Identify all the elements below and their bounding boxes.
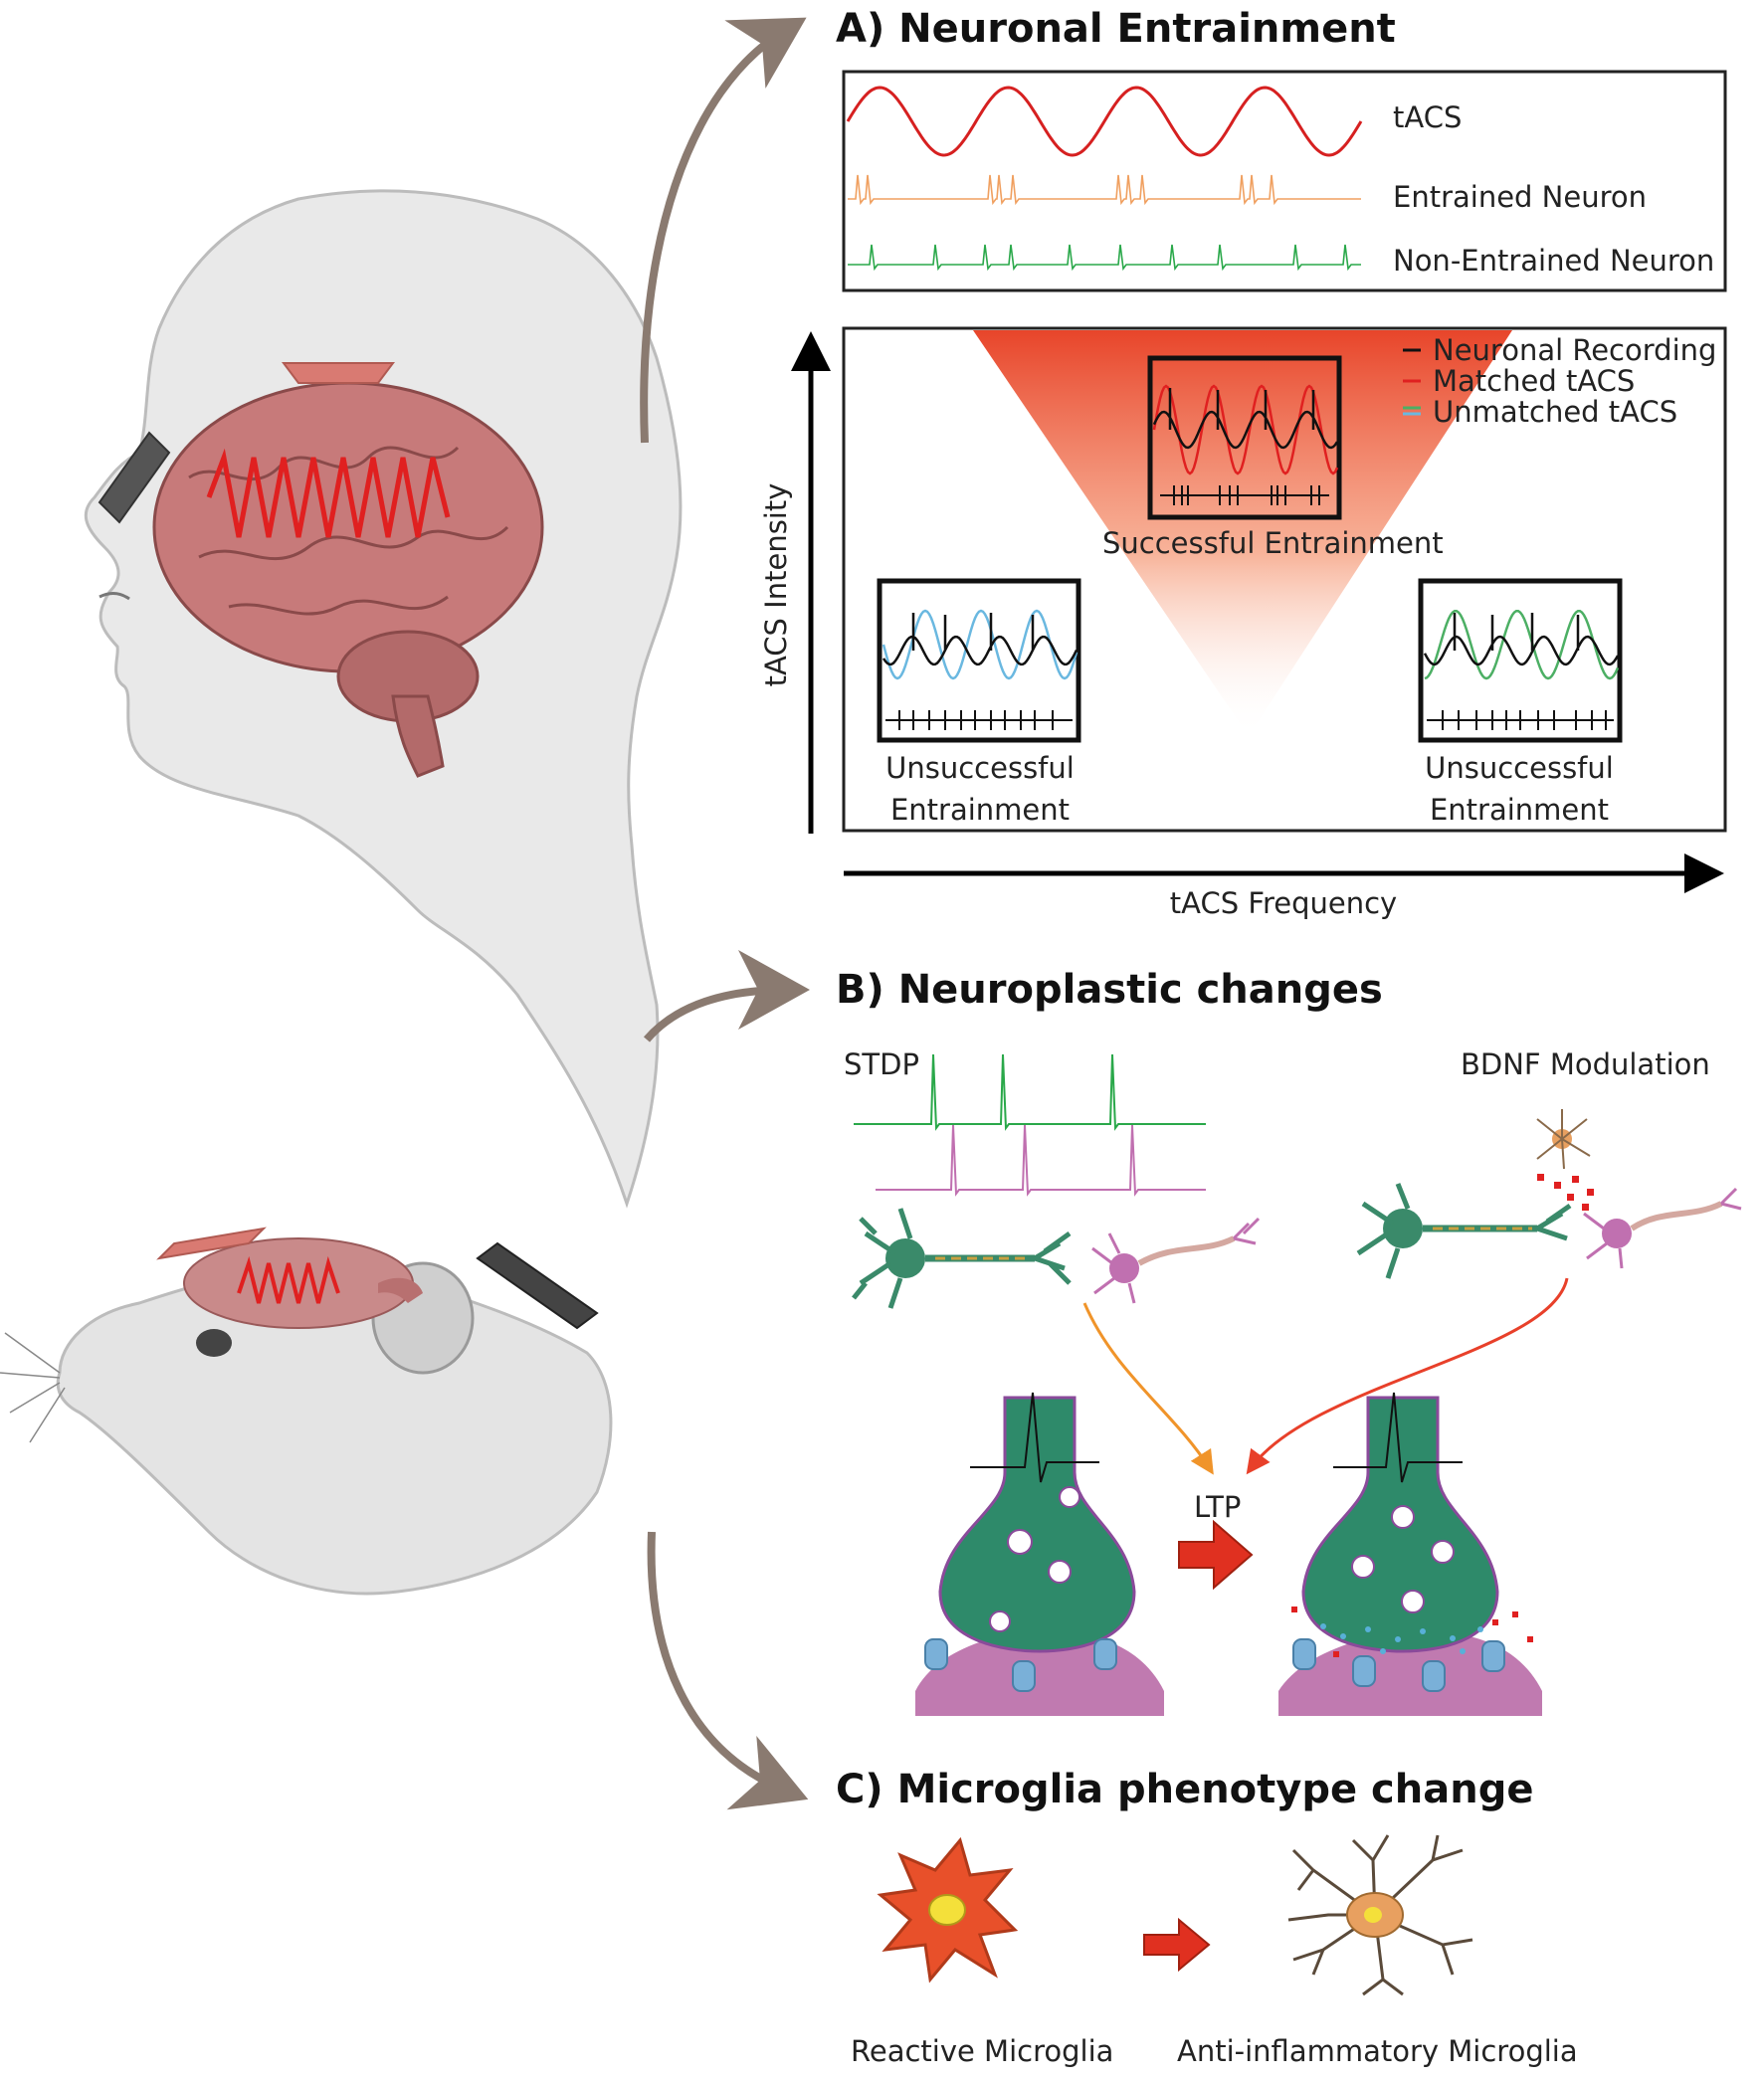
spike-raster (1160, 485, 1329, 505)
ltp-arrow (1178, 1519, 1254, 1591)
neurotransmitter-dots (1320, 1623, 1483, 1654)
unmatched-tacs-wave-green (1424, 609, 1620, 680)
rat-illustration (0, 1227, 613, 1596)
legend: Neuronal Recording Matched tACS Unmatche… (1403, 333, 1716, 429)
human-brain-tacs-wave (206, 448, 451, 538)
bdnf-dots (1537, 1174, 1594, 1211)
stdp-neuron-pair (852, 1208, 1261, 1309)
brainstem (391, 694, 445, 778)
anti-inflammatory-microglia-label: Anti-inflammatory Microglia (1177, 2034, 1578, 2068)
unsuccessful-left-line1: Unsuccessful (885, 751, 1075, 785)
stdp-label: STDP (844, 1047, 919, 1081)
stdp-presynaptic-trace (854, 1053, 1206, 1131)
top-electrode (282, 362, 395, 384)
reactive-microglia-label: Reactive Microglia (851, 2034, 1113, 2068)
arrow-to-panel-a (640, 17, 807, 444)
non-entrained-neuron-label: Non-Entrained Neuron (1393, 244, 1714, 278)
successful-inset (1147, 355, 1342, 520)
red-curve-arrow (1246, 1277, 1569, 1475)
receptors-after (1292, 1638, 1505, 1692)
trace-box: tACS Entrained Neuron Non-Entrained Neur… (842, 70, 1727, 292)
anti-inflammatory-microglia (1287, 1834, 1473, 1996)
ltp-label: LTP (1194, 1490, 1241, 1524)
action-potential-before (970, 1392, 1099, 1483)
receptors (924, 1638, 1117, 1692)
synapse-before (915, 1392, 1164, 1716)
unsuccessful-inset-left (877, 578, 1081, 743)
arrow-to-panel-c (647, 1531, 809, 1810)
rat-top-electrode (156, 1227, 267, 1260)
brain (152, 381, 544, 673)
rat-olfactory (378, 1277, 423, 1303)
human-eye (98, 592, 130, 601)
neuronal-recording-trace (1423, 613, 1620, 666)
side-electrode (98, 431, 171, 524)
arrow-to-panel-b (643, 950, 810, 1042)
tacs-label: tACS (1393, 100, 1462, 134)
orange-curve-arrow (1082, 1302, 1214, 1475)
x-axis-label: tACS Frequency (1170, 886, 1397, 920)
legend-matched-tacs: Matched tACS (1433, 364, 1635, 398)
legend-unmatched-tacs: Unmatched tACS (1433, 395, 1677, 429)
bdnf-dots-synapse (1291, 1607, 1533, 1657)
rat-whiskers (0, 1332, 66, 1443)
bdnf-neuron-pair (1356, 1109, 1742, 1279)
green-neuron-bdnf (1356, 1183, 1572, 1279)
tacs-trace (846, 86, 1363, 157)
rat-eye (196, 1329, 232, 1357)
entrainment-box: Successful Entrainment Unsuccessful Entr… (842, 326, 1727, 833)
rat-side-electrode (476, 1241, 599, 1330)
action-potential-after (1333, 1392, 1463, 1483)
matched-tacs-wave (1152, 384, 1339, 475)
spike-raster (1427, 710, 1614, 730)
magenta-neuron (1091, 1217, 1261, 1304)
entrained-neuron-trace (848, 174, 1361, 206)
section-b-title: B) Neuroplastic changes (836, 967, 1383, 1013)
unmatched-tacs-wave-blue (882, 609, 1078, 680)
stdp-postsynaptic-trace (876, 1124, 1206, 1197)
reactive-microglia (877, 1836, 1019, 1984)
y-axis-label: tACS Intensity (759, 483, 793, 687)
spike-raster (885, 710, 1073, 730)
rat-brain-tacs-wave (237, 1255, 340, 1304)
legend-neuronal-recording: Neuronal Recording (1433, 333, 1716, 367)
brain-folds (188, 446, 509, 616)
anti-inflammatory-nucleus (1364, 1907, 1382, 1923)
section-a-title: A) Neuronal Entrainment (836, 6, 1396, 52)
unsuccessful-right-line1: Unsuccessful (1425, 751, 1614, 785)
small-microglia-icon (1536, 1109, 1591, 1170)
synapse-after (1278, 1392, 1542, 1716)
unsuccessful-inset-right (1418, 578, 1623, 743)
reactive-nucleus (928, 1894, 966, 1926)
neuronal-recording-trace (882, 613, 1078, 666)
section-c-title: C) Microglia phenotype change (836, 1767, 1533, 1812)
unsuccessful-right-line2: Entrainment (1430, 793, 1609, 827)
phenotype-arrow (1143, 1917, 1211, 1973)
unsuccessful-left-line2: Entrainment (890, 793, 1070, 827)
entrained-neuron-label: Entrained Neuron (1393, 180, 1647, 214)
human-head-illustration (84, 189, 683, 1209)
brown-arrows (640, 17, 810, 1810)
neuronal-recording-trace (1152, 388, 1339, 450)
entrainment-cone (973, 330, 1512, 736)
non-entrained-neuron-trace (848, 244, 1361, 272)
successful-entrainment-label: Successful Entrainment (1102, 526, 1444, 560)
green-neuron (852, 1208, 1072, 1309)
magenta-neuron-bdnf (1583, 1187, 1742, 1269)
bdnf-label: BDNF Modulation (1461, 1047, 1710, 1081)
